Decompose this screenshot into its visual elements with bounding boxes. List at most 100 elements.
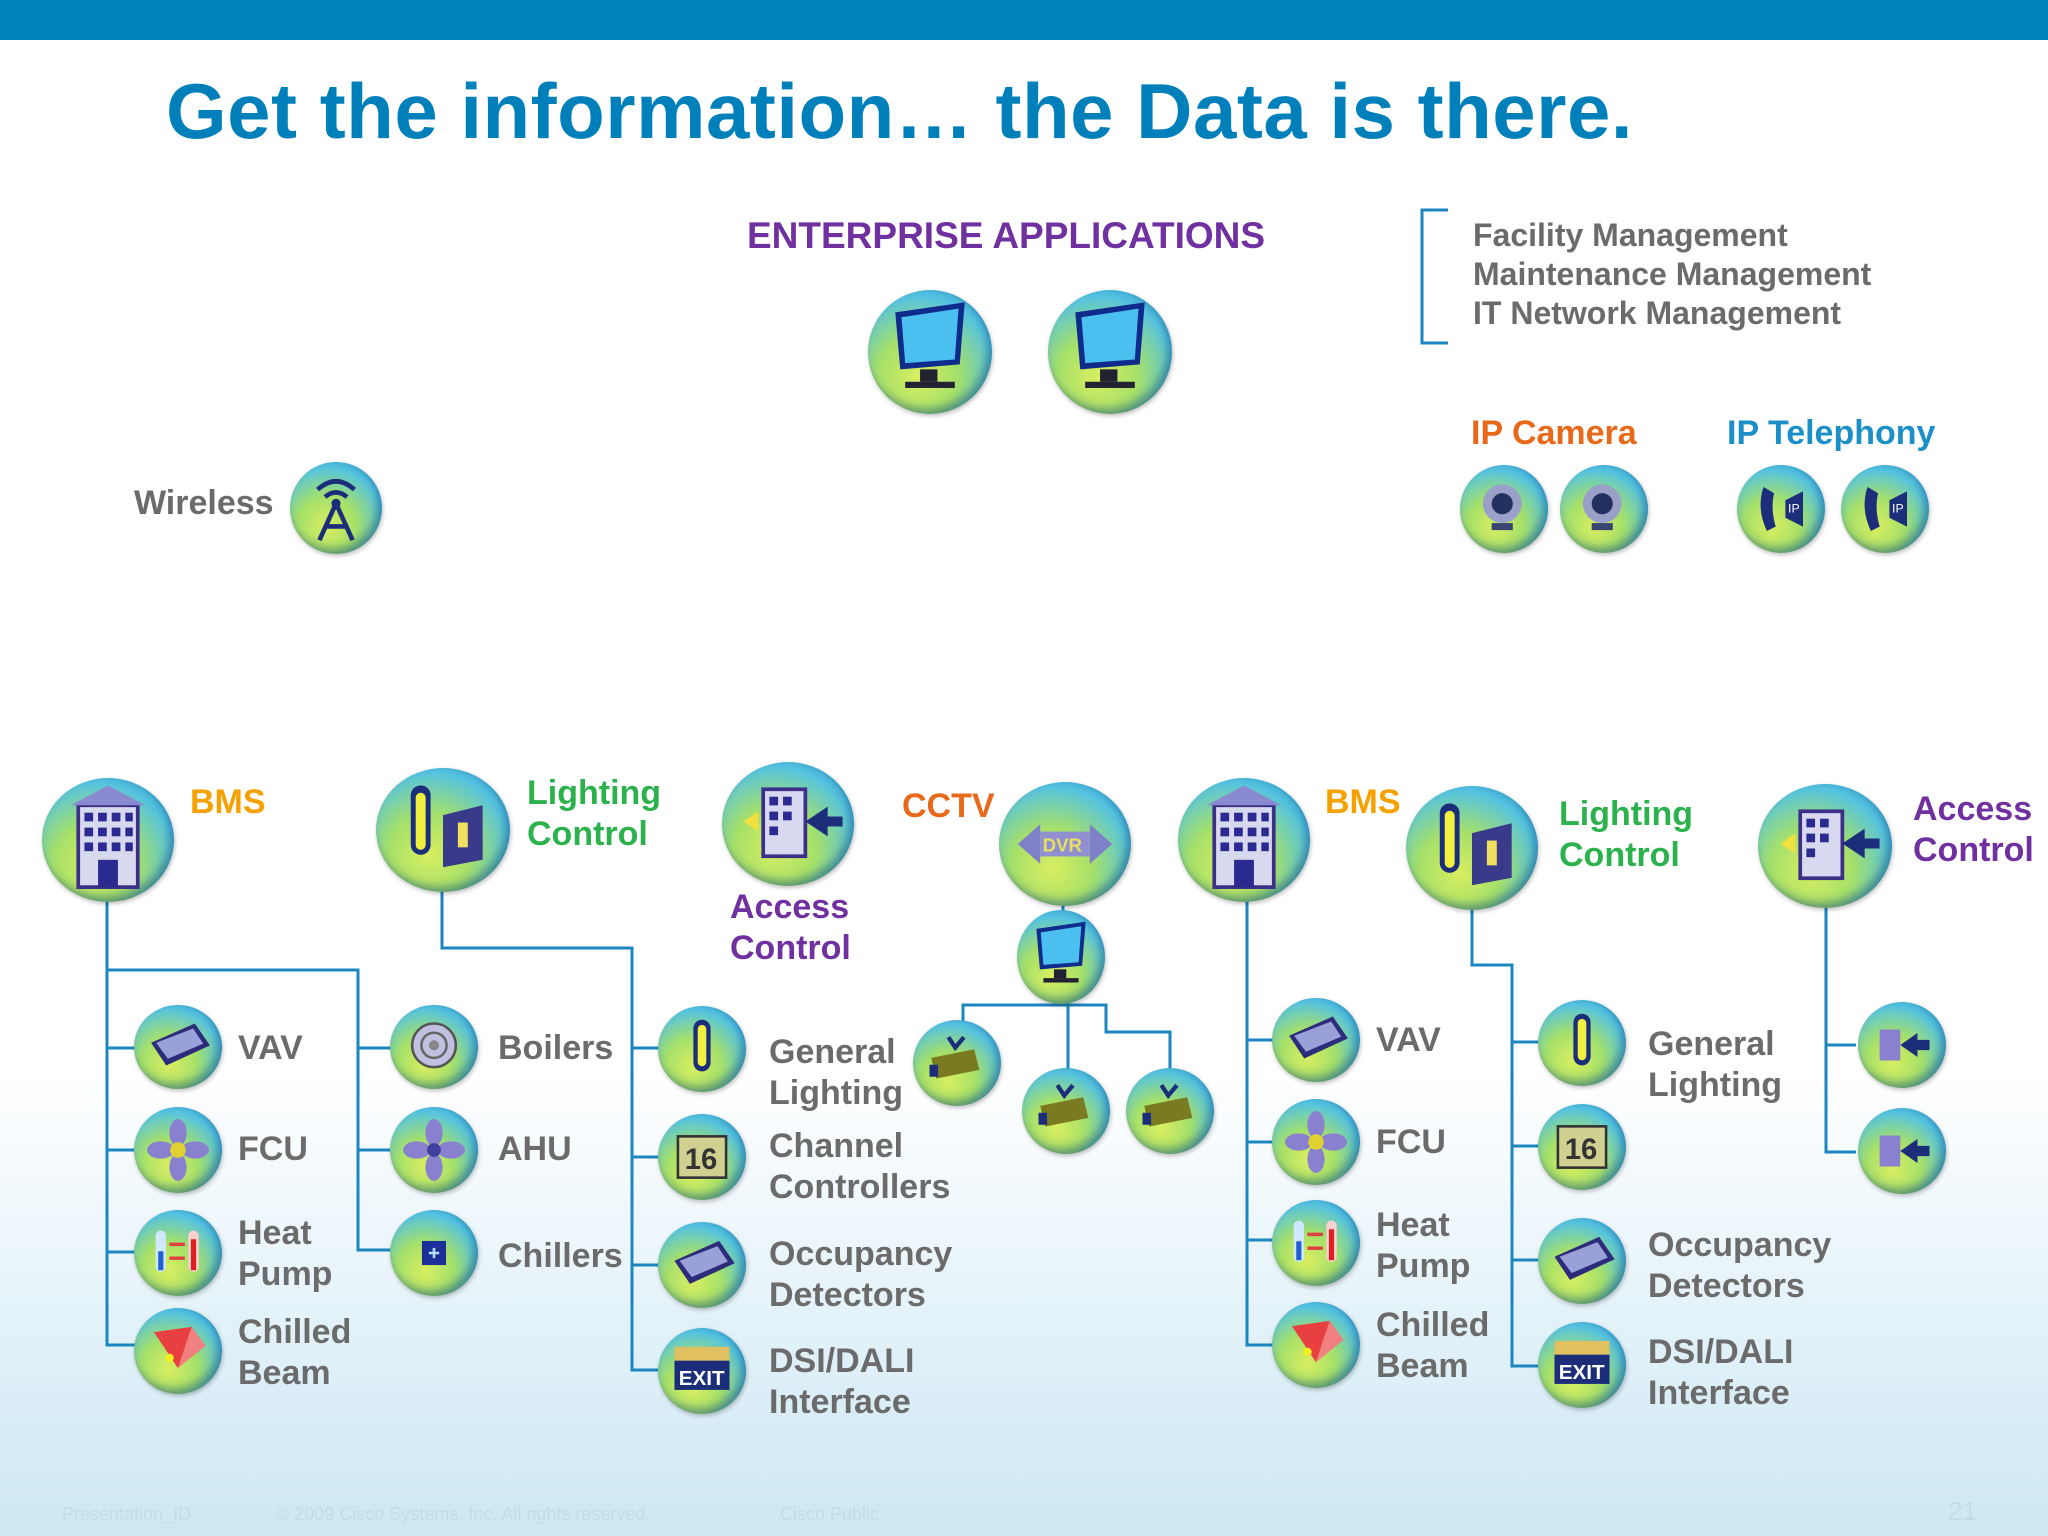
left-fcu-label: FCU bbox=[238, 1130, 308, 1168]
left-chilled-beam-label-1: Chilled bbox=[238, 1313, 352, 1351]
svg-text:16: 16 bbox=[685, 1144, 718, 1176]
right-dsi-dali-label-1: DSI/DALI bbox=[1648, 1333, 1794, 1371]
heat-pump-icon bbox=[1272, 1200, 1360, 1286]
svg-text:IP: IP bbox=[1788, 502, 1800, 516]
right-access-control-label-2: Control bbox=[1913, 831, 2034, 869]
left-access-control-label-1: Access bbox=[730, 888, 850, 926]
ahu-label: AHU bbox=[498, 1130, 572, 1168]
ip-telephony-label: IP Telephony bbox=[1727, 414, 1936, 452]
dvr-icon: DVR bbox=[999, 782, 1131, 906]
building-icon bbox=[42, 778, 174, 902]
card-reader-icon bbox=[1858, 1002, 1946, 1088]
fan-icon bbox=[1272, 1099, 1360, 1185]
left-chilled-beam-label-2: Beam bbox=[238, 1354, 331, 1392]
it-network-management-label: IT Network Management bbox=[1473, 295, 1842, 331]
fan-icon bbox=[390, 1107, 478, 1193]
channel-controller-icon: 16 bbox=[1538, 1104, 1626, 1190]
left-dsi-dali-label-2: Interface bbox=[769, 1383, 911, 1421]
right-heat-pump-label-1: Heat bbox=[1376, 1206, 1450, 1244]
cctv-camera-icon bbox=[913, 1020, 1001, 1106]
building-icon bbox=[1178, 778, 1310, 902]
vav-icon bbox=[1272, 998, 1360, 1082]
chilled-beam-icon bbox=[1272, 1302, 1360, 1388]
right-bms-label: BMS bbox=[1325, 783, 1401, 821]
boilers-label: Boilers bbox=[498, 1029, 614, 1067]
vav-icon bbox=[134, 1005, 222, 1089]
ip-camera-icon bbox=[1560, 465, 1648, 553]
footer-presentation-id: Presentation_ID bbox=[62, 1504, 192, 1524]
facility-management-label: Facility Management bbox=[1473, 217, 1788, 253]
ip-phone-icon: IP bbox=[1737, 465, 1825, 553]
right-access-control-label-1: Access bbox=[1913, 790, 2033, 828]
right-lighting-control-label-1: Lighting bbox=[1559, 795, 1694, 833]
left-heat-pump-label-1: Heat bbox=[238, 1214, 312, 1252]
cctv-camera-icon bbox=[1126, 1068, 1214, 1154]
left-lighting-control-label-1: Lighting bbox=[527, 774, 662, 812]
channel-controllers-label-2: Controllers bbox=[769, 1168, 951, 1206]
left-bms-label: BMS bbox=[190, 783, 266, 821]
wireless-label: Wireless bbox=[134, 484, 274, 522]
right-general-lighting-label-1: General bbox=[1648, 1025, 1775, 1063]
left-occupancy-detectors-label-1: Occupancy bbox=[769, 1235, 953, 1273]
lamp-icon bbox=[1406, 786, 1538, 910]
monitor-icon bbox=[1048, 290, 1172, 414]
left-vav-label: VAV bbox=[238, 1029, 303, 1067]
fan-icon bbox=[134, 1107, 222, 1193]
door-access-icon bbox=[1758, 784, 1892, 908]
channel-controllers-label-1: Channel bbox=[769, 1127, 904, 1165]
svg-text:EXIT: EXIT bbox=[1559, 1361, 1605, 1384]
door-access-icon bbox=[722, 762, 854, 886]
exit-sign-icon: EXIT bbox=[658, 1328, 746, 1414]
heat-pump-icon bbox=[134, 1210, 222, 1296]
left-general-lighting-label-1: General bbox=[769, 1033, 896, 1071]
right-fcu-label: FCU bbox=[1376, 1123, 1446, 1161]
right-occupancy-detectors-label-2: Detectors bbox=[1648, 1267, 1805, 1305]
monitor-icon bbox=[1017, 910, 1105, 1004]
svg-text:DVR: DVR bbox=[1043, 834, 1083, 855]
lamp-icon bbox=[1538, 1000, 1626, 1086]
exit-sign-icon: EXIT bbox=[1538, 1322, 1626, 1408]
channel-controller-icon: 16 bbox=[658, 1114, 746, 1200]
right-general-lighting-label-2: Lighting bbox=[1648, 1066, 1783, 1104]
ip-camera-label: IP Camera bbox=[1471, 414, 1637, 452]
chillers-label: Chillers bbox=[498, 1237, 623, 1275]
left-lighting-control-label-2: Control bbox=[527, 815, 648, 853]
lamp-icon bbox=[658, 1006, 746, 1092]
footer-classification: Cisco Public bbox=[780, 1504, 880, 1524]
top-banner bbox=[0, 0, 2048, 40]
ip-camera-icon bbox=[1460, 465, 1548, 553]
right-chilled-beam-label-1: Chilled bbox=[1376, 1306, 1490, 1344]
left-general-lighting-label-2: Lighting bbox=[769, 1074, 904, 1112]
right-heat-pump-label-2: Pump bbox=[1376, 1247, 1471, 1285]
left-dsi-dali-label-1: DSI/DALI bbox=[769, 1342, 915, 1380]
enterprise-applications-label: ENTERPRISE APPLICATIONS bbox=[747, 215, 1266, 256]
maintenance-management-label: Maintenance Management bbox=[1473, 256, 1872, 292]
right-occupancy-detectors-label-1: Occupancy bbox=[1648, 1226, 1832, 1264]
monitor-icon bbox=[868, 290, 992, 414]
page-number: 21 bbox=[1948, 1496, 1977, 1526]
slide-title: Get the information… the Data is there. bbox=[166, 67, 1634, 155]
svg-text:16: 16 bbox=[1565, 1134, 1598, 1166]
cctv-label: CCTV bbox=[902, 787, 995, 825]
cctv-camera-icon bbox=[1022, 1068, 1110, 1154]
right-lighting-control-label-2: Control bbox=[1559, 836, 1680, 874]
chilled-beam-icon bbox=[134, 1308, 222, 1394]
svg-text:IP: IP bbox=[1892, 502, 1904, 516]
wireless-antenna-icon bbox=[290, 462, 382, 554]
left-heat-pump-label-2: Pump bbox=[238, 1255, 333, 1293]
left-occupancy-detectors-label-2: Detectors bbox=[769, 1276, 926, 1314]
occupancy-detector-icon bbox=[658, 1222, 746, 1308]
boiler-icon bbox=[390, 1005, 478, 1089]
card-reader-icon bbox=[1858, 1108, 1946, 1194]
ip-phone-icon: IP bbox=[1841, 465, 1929, 553]
chiller-icon bbox=[390, 1210, 478, 1296]
right-vav-label: VAV bbox=[1376, 1021, 1441, 1059]
right-chilled-beam-label-2: Beam bbox=[1376, 1347, 1469, 1385]
svg-text:EXIT: EXIT bbox=[679, 1367, 725, 1390]
occupancy-detector-icon bbox=[1538, 1218, 1626, 1304]
left-access-control-label-2: Control bbox=[730, 929, 851, 967]
footer-copyright: © 2009 Cisco Systems, Inc. All rights re… bbox=[276, 1504, 651, 1524]
lamp-icon bbox=[376, 768, 510, 892]
right-dsi-dali-label-2: Interface bbox=[1648, 1374, 1790, 1412]
